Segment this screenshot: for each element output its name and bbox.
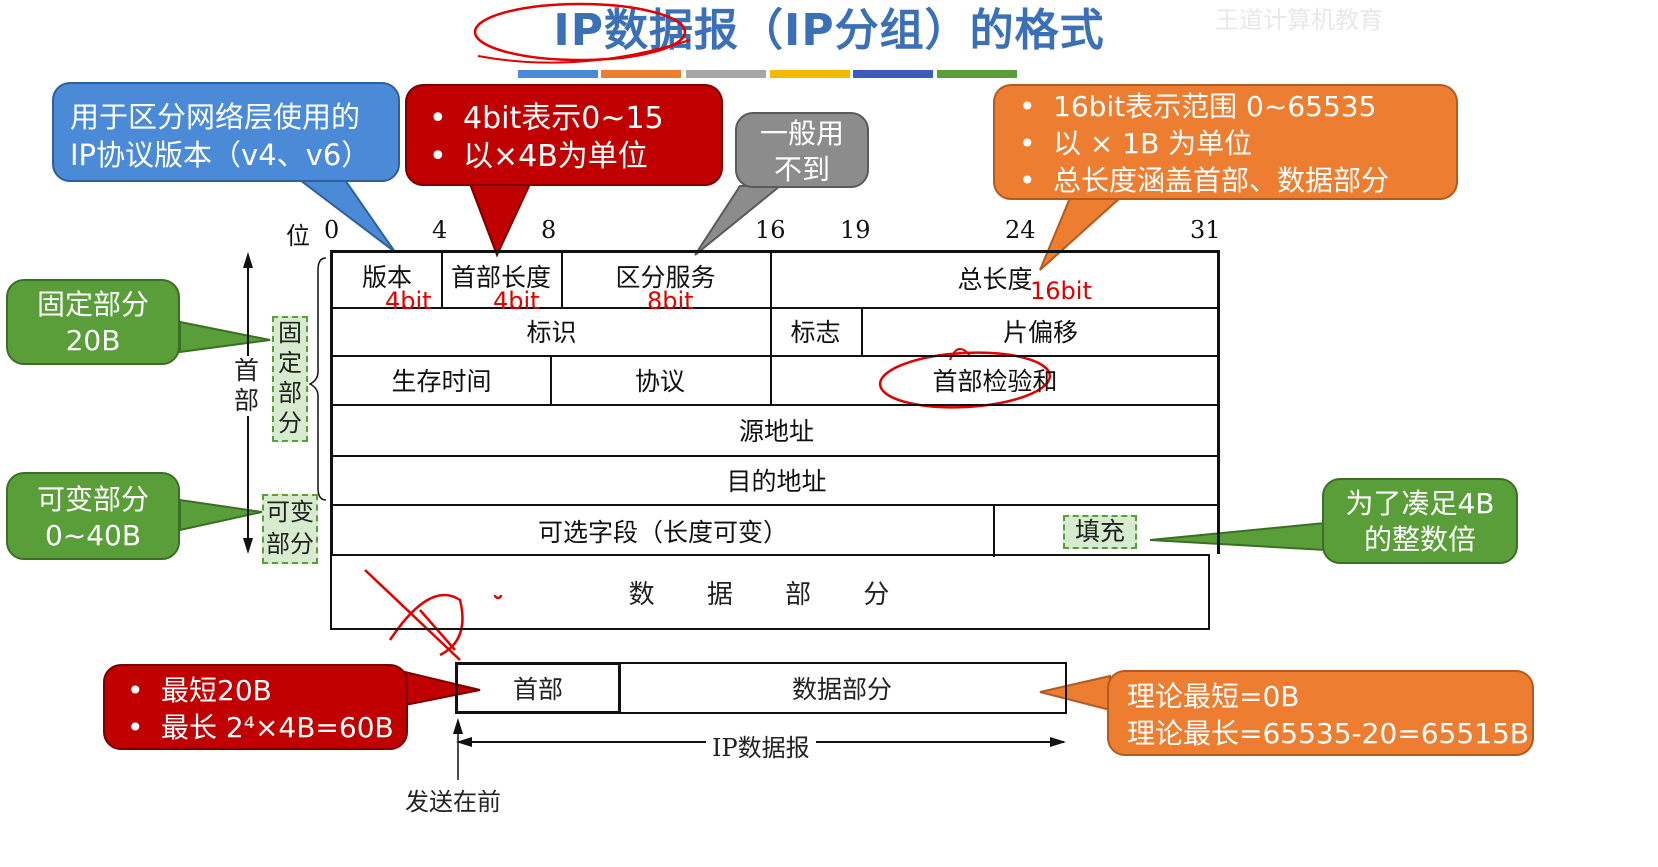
page-title: IP数据报（IP分组）的格式: [553, 5, 1105, 56]
bit-label: 位: [286, 222, 310, 250]
red-scribble-mark: [364, 569, 503, 661]
version-cell: 版本: [361, 263, 412, 292]
total-length-point-1: 16bit表示范围 0~65535: [1019, 88, 1448, 125]
color-bar-1: [518, 70, 598, 78]
padding-cell: 填充: [1063, 515, 1137, 549]
header-length-point-1: 4bit表示0~15: [429, 100, 713, 138]
bit-tick-19: 19: [840, 216, 871, 244]
checksum-circle: [878, 351, 1052, 409]
theory-callout: 理论最短=0B 理论最长=65535-20=65515B: [1107, 670, 1534, 756]
bit-tick-24: 24: [1005, 216, 1036, 244]
total-length-callout: 16bit表示范围 0~65535 以 × 1B 为单位 总长度涵盖首部、数据部…: [993, 84, 1458, 200]
header-size-point-2: 最长 2⁴×4B=60B: [127, 709, 400, 746]
flags-cell: 标志: [790, 318, 841, 347]
bit-tick-16: 16: [755, 216, 786, 244]
total-length-point-3: 总长度涵盖首部、数据部分: [1019, 162, 1448, 199]
version-bit-label: 4bit: [385, 287, 432, 315]
version-pointer: [297, 179, 396, 253]
header-length-callout: 4bit表示0~15 以×4B为单位: [405, 84, 723, 186]
destination-address-cell: 目的地址: [726, 466, 827, 496]
service-callout: 一般用 不到: [735, 112, 869, 188]
checksum-cell: 首部检验和: [932, 366, 1058, 396]
ttl-cell: 生存时间: [391, 366, 492, 396]
color-bar-5: [853, 70, 933, 78]
color-bar-4: [770, 70, 850, 78]
bit-tick-8: 8: [541, 216, 557, 244]
fixed-pointer: [179, 320, 271, 354]
header-size-callout: 最短20B 最长 2⁴×4B=60B: [103, 664, 408, 750]
total-bit-label: 16bit: [1030, 277, 1092, 305]
variable-part-callout: 可变部分 0~40B: [6, 472, 180, 560]
watermark: 王道计算机教育: [1215, 6, 1383, 34]
bit-tick-0: 0: [324, 216, 340, 244]
ip-header-table: 版本 首部长度 区分服务 总长度 4bit 4bit 8bit 16bit 标识…: [330, 250, 1220, 557]
variable-side-label: 可变 部分: [262, 494, 318, 564]
data-part-row: 数 据 部 分: [330, 554, 1210, 630]
variable-pointer: [179, 498, 263, 532]
header-size-point-1: 最短20B: [127, 672, 400, 709]
tos-bit-label: 8bit: [647, 287, 694, 315]
fragment-offset-cell: 片偏移: [1002, 318, 1078, 347]
protocol-cell: 协议: [634, 366, 685, 396]
total-length-point-2: 以 × 1B 为单位: [1019, 125, 1448, 162]
color-bar-2: [601, 70, 681, 78]
total-length-cell: 总长度: [957, 265, 1033, 294]
bit-tick-31: 31: [1190, 216, 1221, 244]
bit-tick-4: 4: [432, 216, 448, 244]
header-length-cell: 首部长度: [450, 263, 551, 292]
ihl-bit-label: 4bit: [493, 287, 540, 315]
datagram-label: IP数据报: [706, 728, 816, 763]
header-side-label: 首 部: [234, 356, 260, 416]
header-length-point-2: 以×4B为单位: [429, 138, 713, 176]
version-callout: 用于区分网络层使用的 IP协议版本（v4、v6）: [52, 82, 400, 182]
options-cell: 可选字段（长度可变）: [537, 517, 788, 547]
header-length-pointer: [468, 183, 532, 258]
color-bar-3: [686, 70, 766, 78]
datagram-header-box: 首部: [455, 662, 621, 714]
datagram-data-box: 数据部分: [619, 662, 1067, 714]
source-address-cell: 源地址: [738, 416, 814, 446]
padding-callout: 为了凑足4B 的整数倍: [1322, 478, 1518, 564]
fixed-part-callout: 固定部分 20B: [6, 279, 180, 365]
color-bar-6: [937, 70, 1017, 78]
service-cell: 区分服务: [615, 263, 716, 292]
title-scribble: [473, 2, 687, 62]
identification-cell: 标识: [526, 318, 577, 347]
sent-first-label: 发送在前: [405, 788, 501, 816]
fixed-side-label: 固 定 部 分: [272, 316, 308, 442]
